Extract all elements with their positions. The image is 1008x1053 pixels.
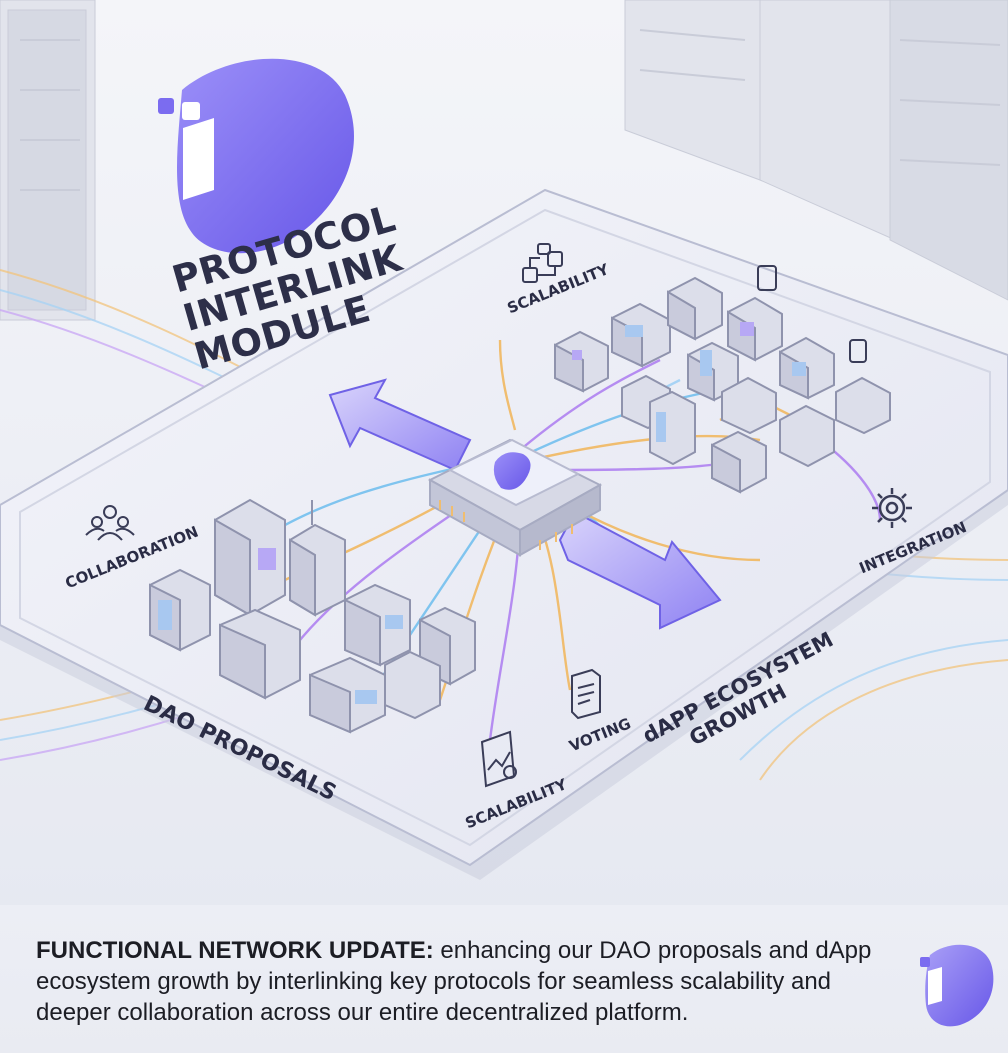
scalability-chart-icon bbox=[480, 730, 517, 788]
caption-lead: FUNCTIONAL NETWORK UPDATE: bbox=[36, 937, 434, 964]
scalability-hierarchy-icon bbox=[522, 243, 563, 283]
collaboration-people-icon bbox=[85, 505, 135, 541]
server-rack-right bbox=[624, 0, 1008, 301]
chat-bubble-icon bbox=[757, 265, 867, 363]
footer-logo-icon bbox=[920, 944, 994, 1027]
caption-bar bbox=[0, 905, 1008, 1053]
voting-document-icon bbox=[571, 668, 601, 720]
caption-text: FUNCTIONAL NETWORK UPDATE: enhancing our… bbox=[36, 935, 896, 1028]
caption-body: enhancing our DAO proposals and dApp eco… bbox=[36, 937, 872, 1026]
server-rack-left bbox=[0, 0, 96, 321]
dao-building-cluster bbox=[149, 498, 476, 734]
arrow-up-left bbox=[328, 378, 472, 472]
gear-icon bbox=[872, 488, 912, 528]
protocol-logo bbox=[158, 58, 354, 254]
arrow-down-right bbox=[558, 510, 722, 630]
central-hub-chip bbox=[427, 438, 603, 557]
